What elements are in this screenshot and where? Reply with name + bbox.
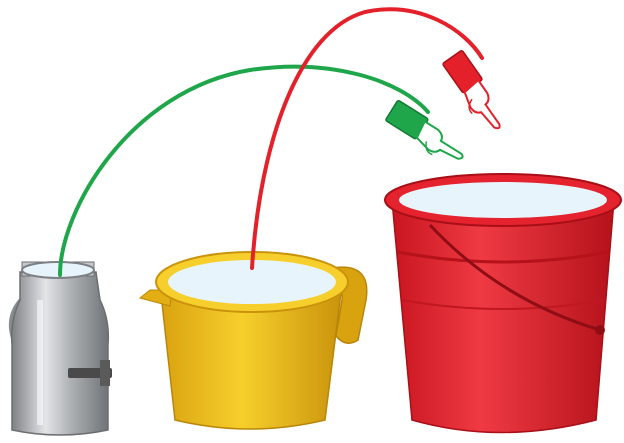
red-pointing-hand-icon [439, 50, 511, 136]
milk-can [12, 262, 112, 435]
bucket [385, 174, 621, 433]
green-arrow [60, 67, 428, 275]
jug [140, 252, 367, 429]
